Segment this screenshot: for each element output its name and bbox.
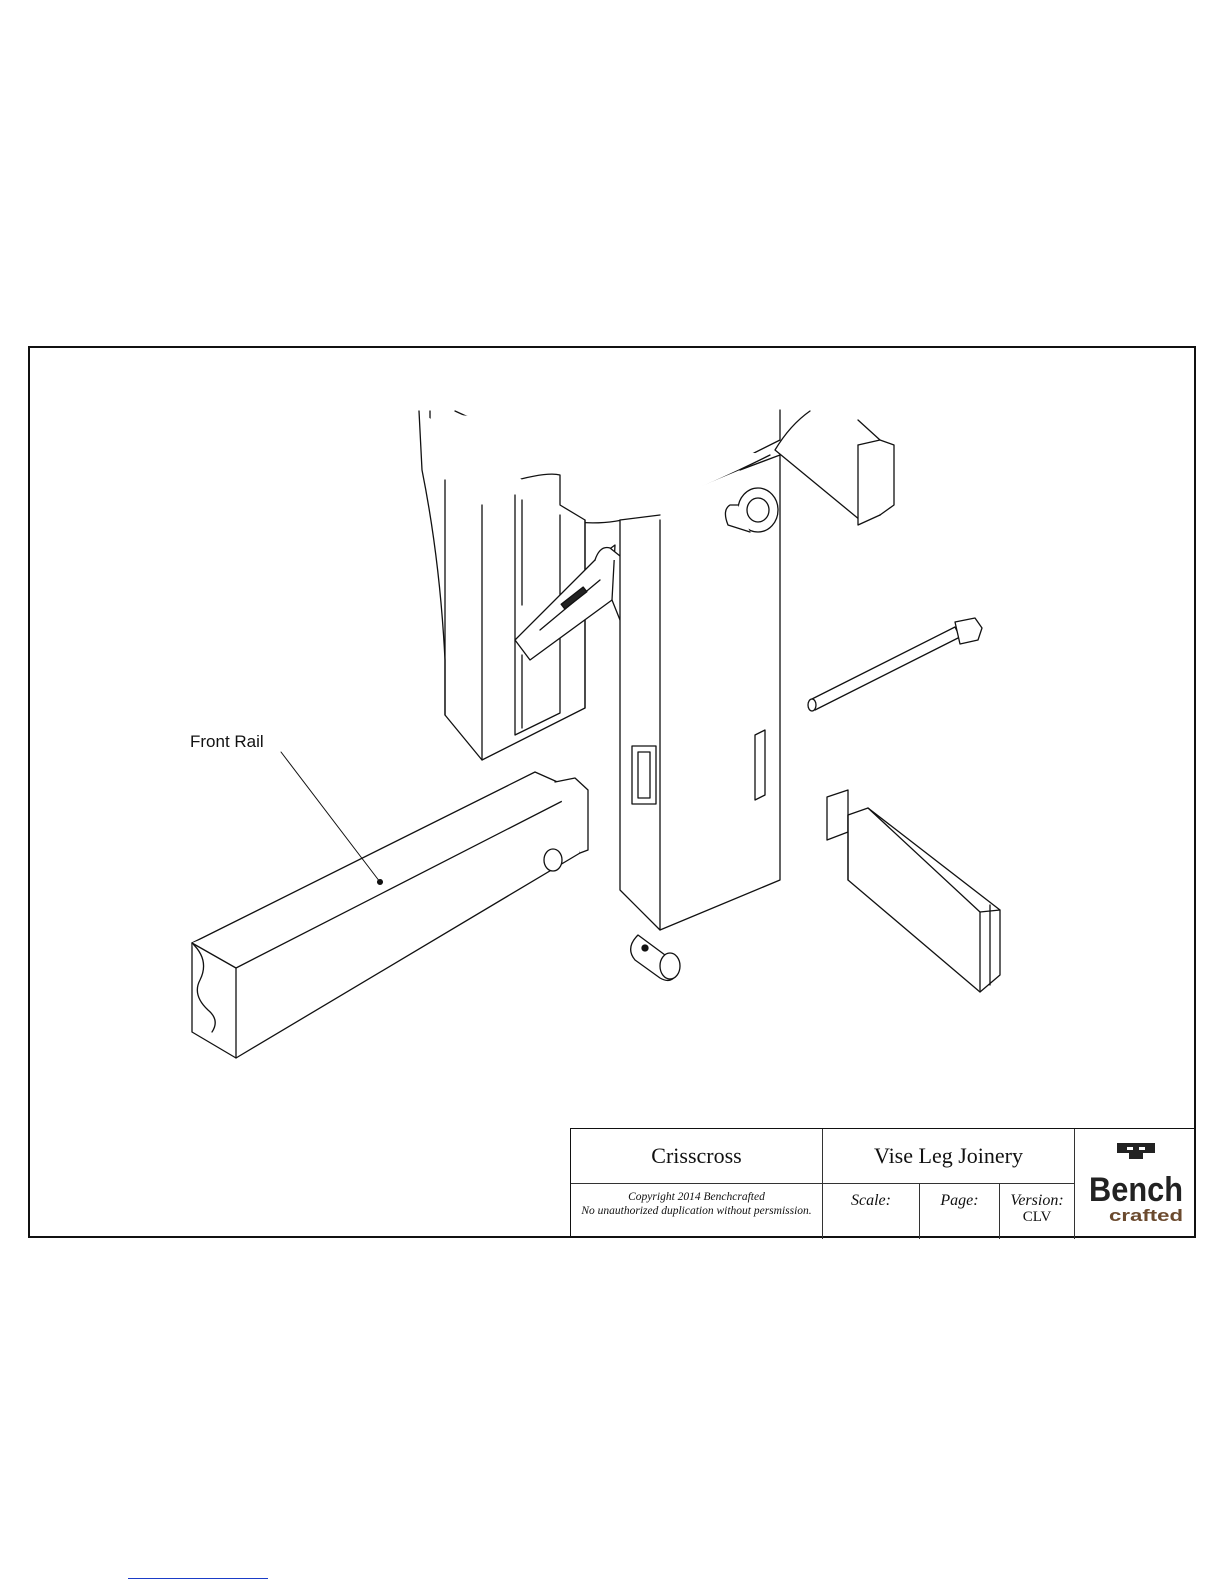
footer-link-underline[interactable] [128,1578,268,1579]
logo-word-bench: Bench [1089,1171,1183,1209]
benchcrafted-logo: Bench crafted [1075,1129,1197,1239]
title-block: Crisscross Vise Leg Joinery Copyright 20… [570,1128,1196,1238]
drawing-frame [28,346,1196,1238]
front-rail-callout: Front Rail [190,732,264,752]
version-label: Version: [1000,1192,1074,1209]
version-value: CLV [1000,1209,1074,1226]
page-field: Page: [920,1184,1000,1239]
logo-icon: Bench crafted [1075,1129,1197,1239]
scale-field: Scale: [823,1184,920,1239]
copyright-notice: Copyright 2014 Benchcrafted No unauthori… [571,1184,823,1239]
logo-word-crafted: crafted [1109,1206,1183,1225]
copyright-line-1: Copyright 2014 Benchcrafted [571,1190,822,1204]
sheet-title: Vise Leg Joinery [823,1129,1075,1184]
project-name: Crisscross [571,1129,823,1184]
version-field: Version: CLV [1000,1184,1075,1239]
copyright-line-2: No unauthorized duplication without pers… [571,1204,822,1218]
